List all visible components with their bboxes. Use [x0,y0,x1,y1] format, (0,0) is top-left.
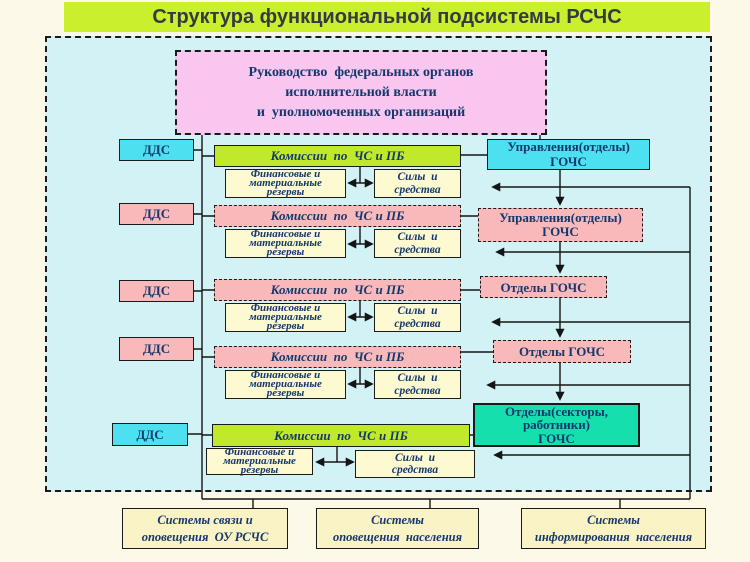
dds-box-5: ДДС [112,423,188,446]
leadership-line-2: исполнительной власти [285,84,437,100]
dds-box-3: ДДС [119,280,194,302]
leadership-line-1: Руководство федеральных органов [248,64,474,80]
reserves-forces-exchange-arrows [315,167,374,467]
gochs-column-arrows [539,135,565,401]
bottom-distribution-line [202,498,690,508]
gochs-box-2: Управления(отделы)ГОЧС [478,208,643,242]
dds-box-2: ДДС [119,203,194,225]
leadership-box: Руководство федеральных органов исполнит… [175,50,547,135]
commission-gochs-links [461,154,493,436]
commission-box-4: Комиссии по ЧС и ПБ [214,346,461,368]
gochs-box-4: Отделы ГОЧС [493,340,631,363]
leadership-line-3: и уполномоченных организаций [256,104,466,120]
gochs-box-5: Отделы(секторы,работники)ГОЧС [473,403,640,447]
dds-box-4: ДДС [119,337,194,361]
gochs-box-1: Управления(отделы)ГОЧС [487,139,650,170]
commission-box-5: Комиссии по ЧС и ПБ [212,424,470,447]
commission-box-1: Комиссии по ЧС и ПБ [214,145,461,167]
left-trunk-line [188,135,214,499]
page-title: Структура функциональной подсистемы РСЧС [64,2,710,32]
dds-box-1: ДДС [119,139,194,161]
commission-box-2: Комиссии по ЧС и ПБ [214,205,461,227]
gochs-box-3: Отделы ГОЧС [480,276,607,298]
right-trunk-feedback-arrows [486,182,691,499]
commission-box-3: Комиссии по ЧС и ПБ [214,279,461,301]
